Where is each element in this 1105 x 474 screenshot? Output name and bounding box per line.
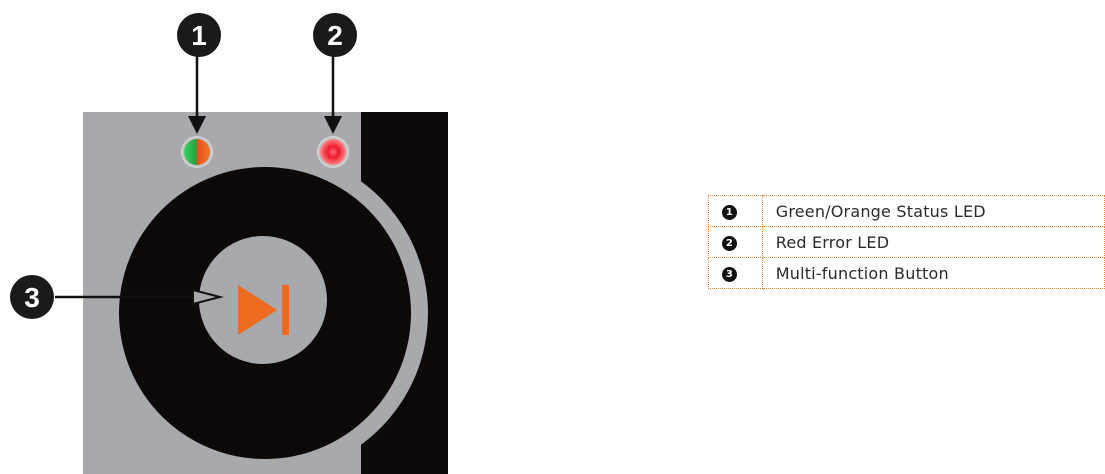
status-led <box>181 136 213 168</box>
callout-badge-2: 2 <box>313 13 357 57</box>
callout-arrow-2 <box>324 50 342 134</box>
legend-number-2: 2 <box>721 235 737 251</box>
callout-number-1: 1 <box>191 20 207 51</box>
callout-badge-3: 3 <box>10 275 54 319</box>
legend-row: 1 Green/Orange Status LED <box>708 195 1105 227</box>
legend-label-1: Green/Orange Status LED <box>761 195 1105 227</box>
multi-function-button[interactable] <box>199 236 327 364</box>
legend-row: 3 Multi-function Button <box>708 257 1105 289</box>
legend-label-2: Red Error LED <box>761 226 1105 258</box>
device-diagram: 1 2 3 <box>10 13 448 474</box>
legend-label-3: Multi-function Button <box>761 257 1105 289</box>
callout-arrow-3 <box>55 288 224 306</box>
callout-arrow-1 <box>188 50 206 134</box>
error-led <box>317 136 349 168</box>
legend-number-3: 3 <box>721 266 737 282</box>
play-skip-icon <box>238 285 289 335</box>
legend-number-cell: 1 <box>708 195 763 227</box>
callout-badge-1: 1 <box>177 13 221 57</box>
legend-number-1: 1 <box>721 204 737 220</box>
legend-table: 1 Green/Orange Status LED 2 Red Error LE… <box>708 195 1105 289</box>
callout-number-2: 2 <box>327 20 343 51</box>
legend-number-cell: 3 <box>708 257 763 289</box>
callout-number-3: 3 <box>24 282 40 313</box>
device-panel <box>83 112 448 474</box>
legend-number-cell: 2 <box>708 226 763 258</box>
legend-row: 2 Red Error LED <box>708 226 1105 258</box>
